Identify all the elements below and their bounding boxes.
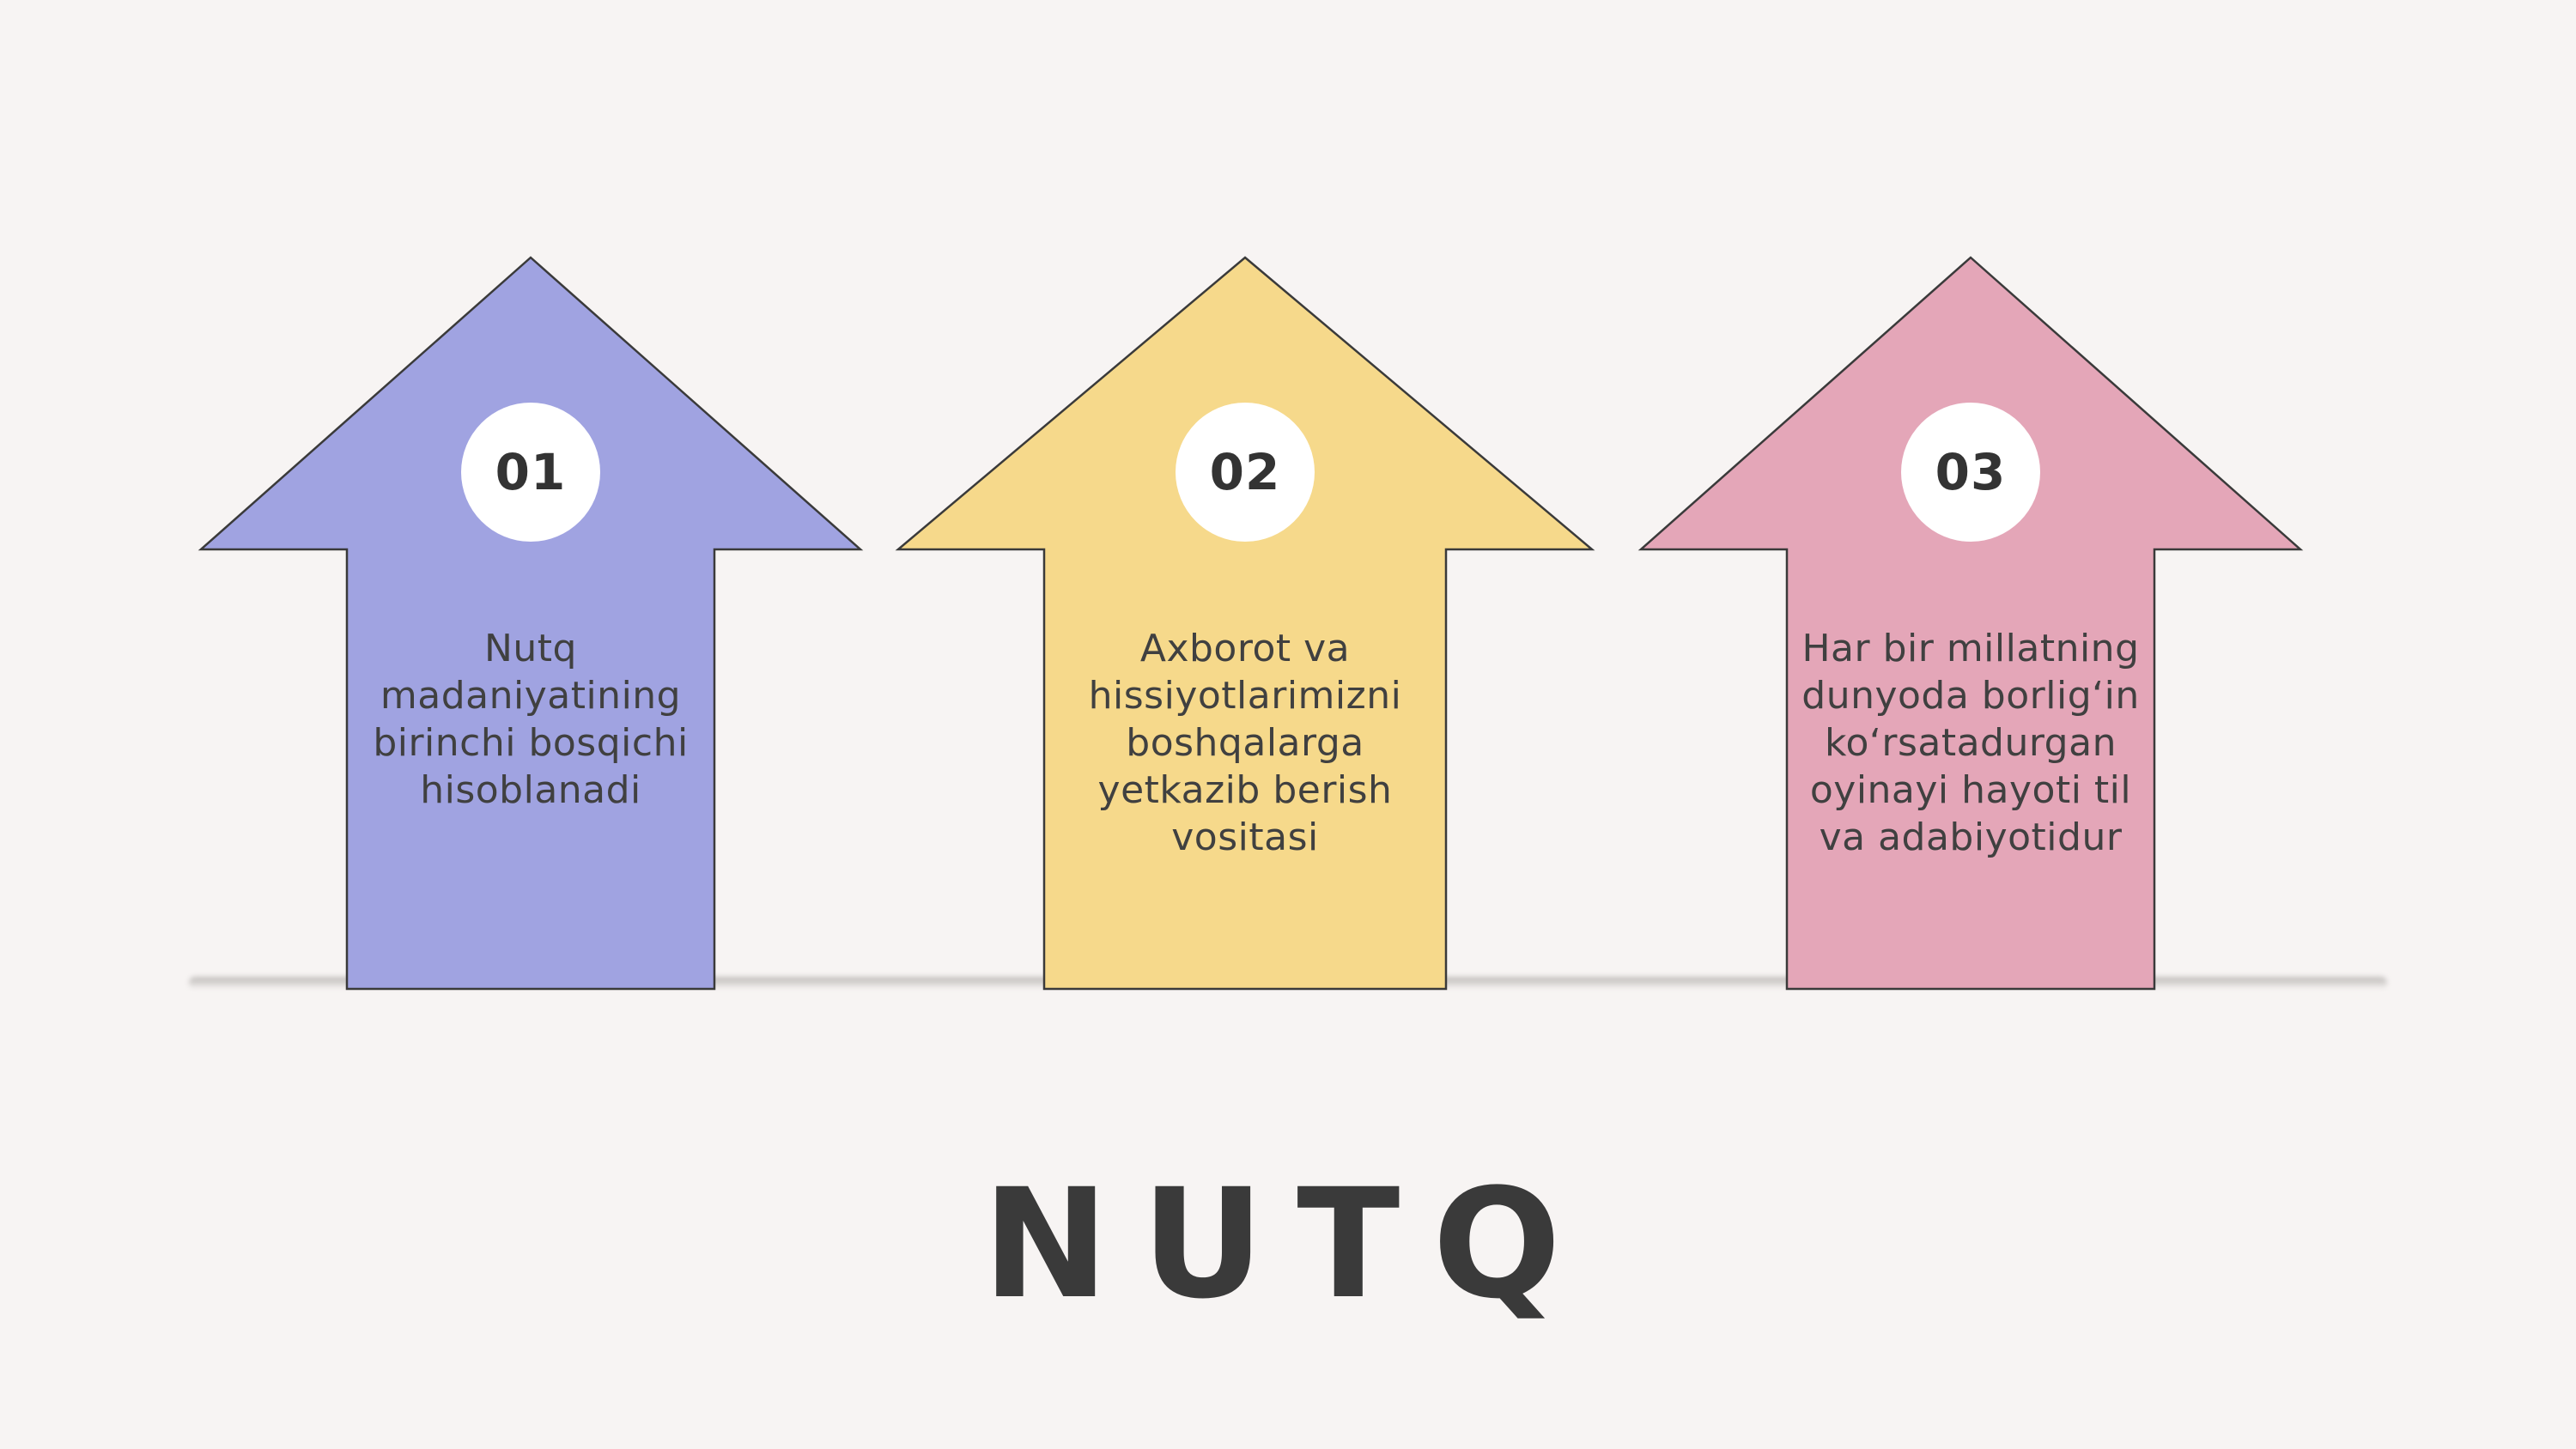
arrow-1 — [197, 256, 864, 991]
step-description-03: Har bir millatning dunyoda borlig‘in ko‘… — [1801, 627, 2140, 859]
step-number: 03 — [1935, 443, 2007, 501]
step-badge-01: 01 — [461, 403, 600, 542]
arrow-3 — [1637, 256, 2304, 991]
slide-title: NUTQ — [982, 1156, 1594, 1332]
step-number: 02 — [1209, 443, 1281, 501]
step-description-01: Nutq madaniyatining birinchi bosqichi hi… — [373, 627, 689, 812]
step-description-02: Axborot va hissiyotlarimizni boshqalarga… — [1088, 627, 1402, 859]
arrow-2 — [895, 256, 1595, 991]
step-badge-02: 02 — [1176, 403, 1315, 542]
step-badge-03: 03 — [1901, 403, 2040, 542]
step-number: 01 — [495, 443, 567, 501]
